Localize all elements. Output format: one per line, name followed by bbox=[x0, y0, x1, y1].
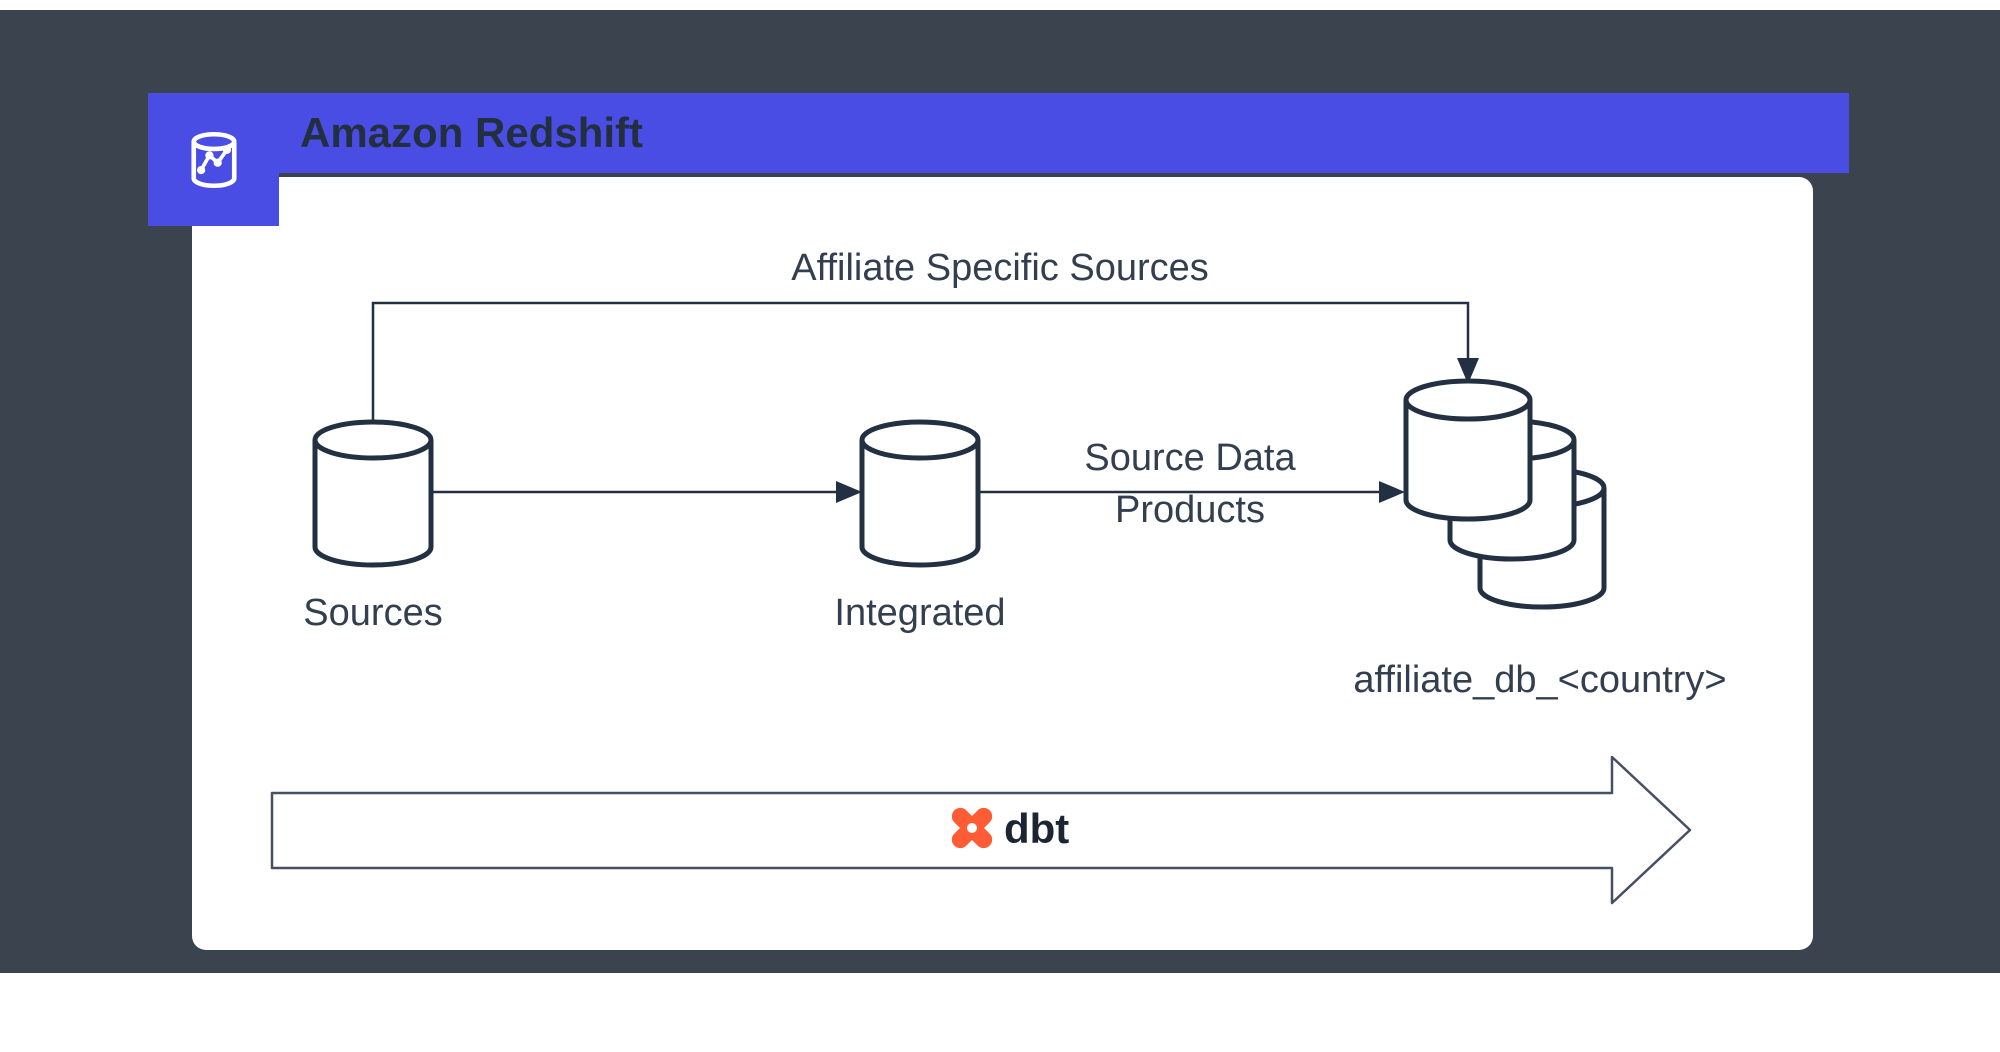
sources-label: Sources bbox=[303, 592, 442, 634]
redshift-database-icon bbox=[190, 131, 237, 188]
page-title: Amazon Redshift bbox=[300, 109, 644, 156]
edge-label-affiliate-specific-sources: Affiliate Specific Sources bbox=[791, 247, 1209, 289]
affiliate-cylinder-stack bbox=[1403, 378, 1607, 610]
integrated-cylinder bbox=[859, 419, 981, 568]
affiliate-cylinder-front bbox=[1403, 378, 1533, 522]
arrowhead-right-icon bbox=[836, 481, 862, 503]
dbt-logo: dbt bbox=[951, 805, 1069, 852]
edge-sources-to-integrated bbox=[433, 481, 862, 503]
header-bar bbox=[148, 93, 1849, 173]
integrated-label: Integrated bbox=[834, 592, 1005, 634]
redshift-badge bbox=[148, 93, 279, 226]
edge-label-source-data: Source Data bbox=[1084, 437, 1296, 479]
arrowhead-down-icon bbox=[1457, 358, 1479, 384]
dbt-label: dbt bbox=[1004, 805, 1069, 852]
edge-label-products: Products bbox=[1115, 489, 1265, 531]
edge-integrated-to-affiliate bbox=[979, 481, 1405, 503]
affiliate-db-label: affiliate_db_<country> bbox=[1353, 659, 1726, 701]
arrowhead-right-icon bbox=[1379, 481, 1405, 503]
sources-cylinder bbox=[312, 419, 434, 568]
dbt-logo-icon bbox=[951, 807, 993, 849]
edge-sources-to-affiliate bbox=[371, 301, 1479, 420]
